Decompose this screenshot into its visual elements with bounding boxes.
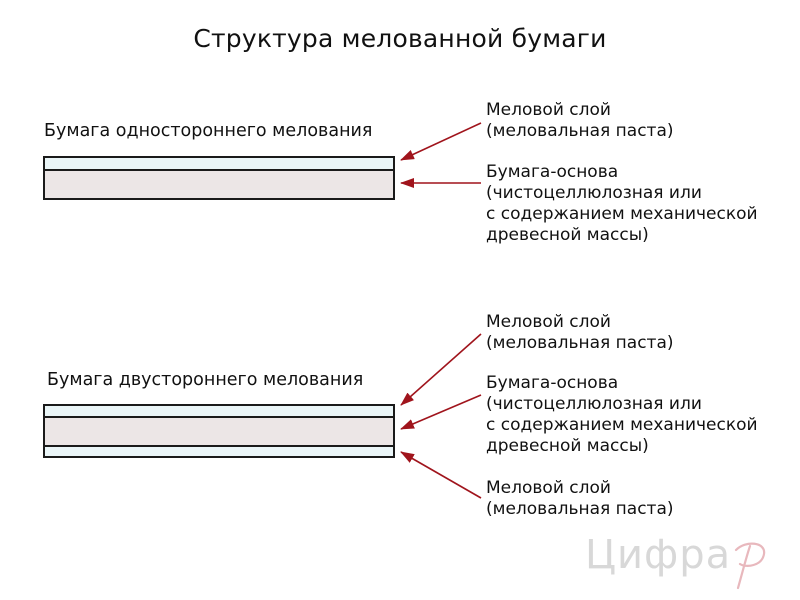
note-line: с содержанием механической [486,415,758,435]
note-line: (меловальная паста) [486,121,674,141]
logo-text: Цифра [585,532,732,578]
one-sided-note-coating: Меловой слой (меловальная паста) [486,100,674,142]
note-line: (чистоцеллюлозная или [486,394,702,414]
one-sided-coating-layer [43,156,395,169]
two-sided-note-top-coating: Меловой слой (меловальная паста) [486,312,674,354]
note-line: Меловой слой [486,100,611,120]
note-line: Бумага-основа [486,373,619,393]
note-line: с содержанием механической [486,204,758,224]
note-line: Бумага-основа [486,162,619,182]
note-line: древесной массы) [486,436,649,456]
arrow-one-sided-coating [400,122,482,161]
note-line: (меловальная паста) [486,333,674,353]
two-sided-base-layer [43,416,395,445]
two-sided-note-base: Бумага-основа (чистоцеллюлозная или с со… [486,373,758,457]
note-line: Меловой слой [486,478,611,498]
one-sided-base-layer [43,169,395,200]
note-line: (чистоцеллюлозная или [486,183,702,203]
diagram-title: Структура мелованной бумаги [193,24,607,53]
one-sided-note-base: Бумага-основа (чистоцеллюлозная или с со… [486,162,758,246]
note-line: (меловальная паста) [486,499,674,519]
arrow-two-sided-bottom-coating [400,451,482,499]
one-sided-label: Бумага одностороннего мелования [44,121,373,141]
note-line: древесной массы) [486,225,649,245]
two-sided-bottom-coating-layer [43,445,395,458]
note-line: Меловой слой [486,312,611,332]
two-sided-top-coating-layer [43,404,395,416]
arrow-two-sided-top-coating [400,333,482,406]
two-sided-note-bottom-coating: Меловой слой (меловальная паста) [486,478,674,520]
stylized-p-logo-icon [734,542,766,590]
two-sided-label: Бумага двустороннего мелования [47,370,364,390]
arrow-two-sided-base [400,394,482,430]
